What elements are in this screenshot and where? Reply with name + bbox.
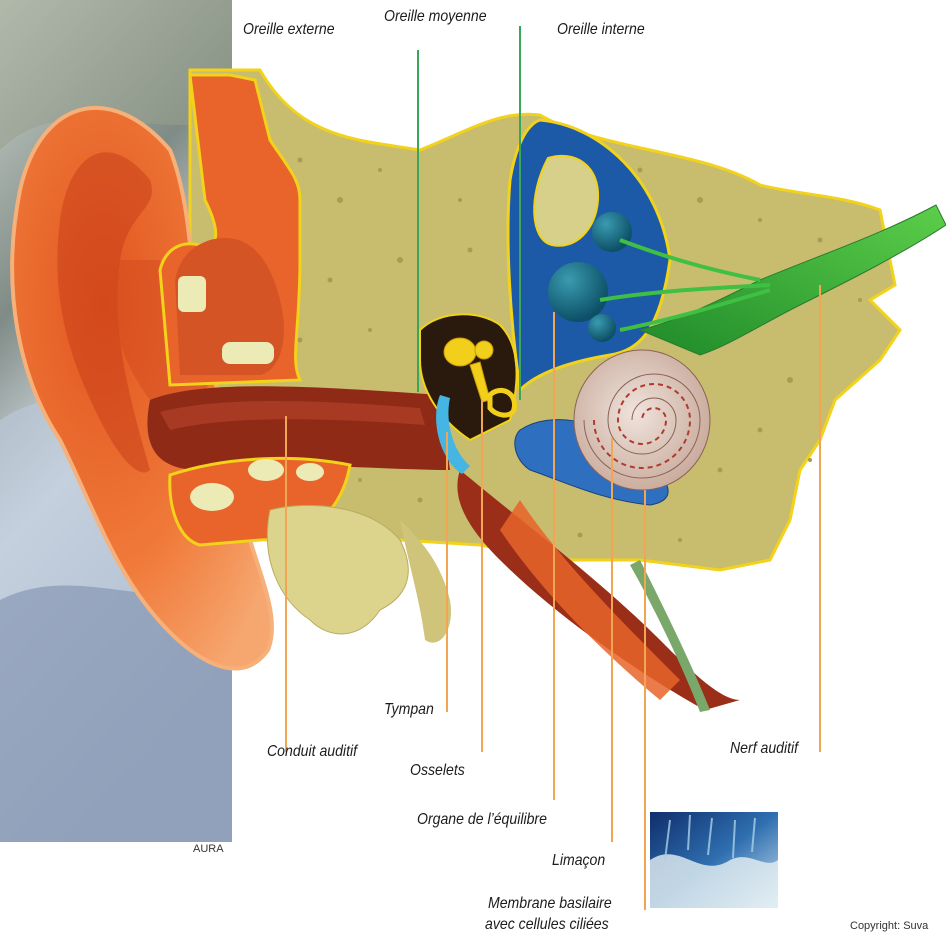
saccule-ball: [548, 262, 608, 322]
label-basilar-membrane: Membrane basilaire: [488, 896, 612, 912]
label-basilar-membrane-2: avec cellules ciliées: [485, 917, 609, 933]
label-auditory-nerve: Nerf auditif: [730, 741, 798, 757]
photo-credit: AURA: [193, 843, 224, 855]
cartilage-block: [296, 463, 324, 481]
label-cochlea: Limaçon: [552, 853, 605, 869]
label-balance-organ: Organe de l’équilibre: [417, 812, 547, 828]
cartilage-block: [248, 459, 284, 481]
label-outer-ear: Oreille externe: [243, 22, 335, 38]
cartilage-block: [222, 342, 274, 364]
utricle-ball: [592, 212, 632, 252]
label-ossicles: Osselets: [410, 763, 465, 779]
hair-cells-inset: [650, 812, 778, 908]
label-inner-ear: Oreille interne: [557, 22, 645, 38]
label-ear-canal: Conduit auditif: [267, 744, 357, 760]
cartilage-block: [178, 276, 206, 312]
copyright-notice: Copyright: Suva: [850, 920, 928, 932]
cartilage-block: [190, 483, 234, 511]
label-middle-ear: Oreille moyenne: [384, 9, 487, 25]
ampulla-ball: [588, 314, 616, 342]
label-eardrum: Tympan: [384, 702, 434, 718]
